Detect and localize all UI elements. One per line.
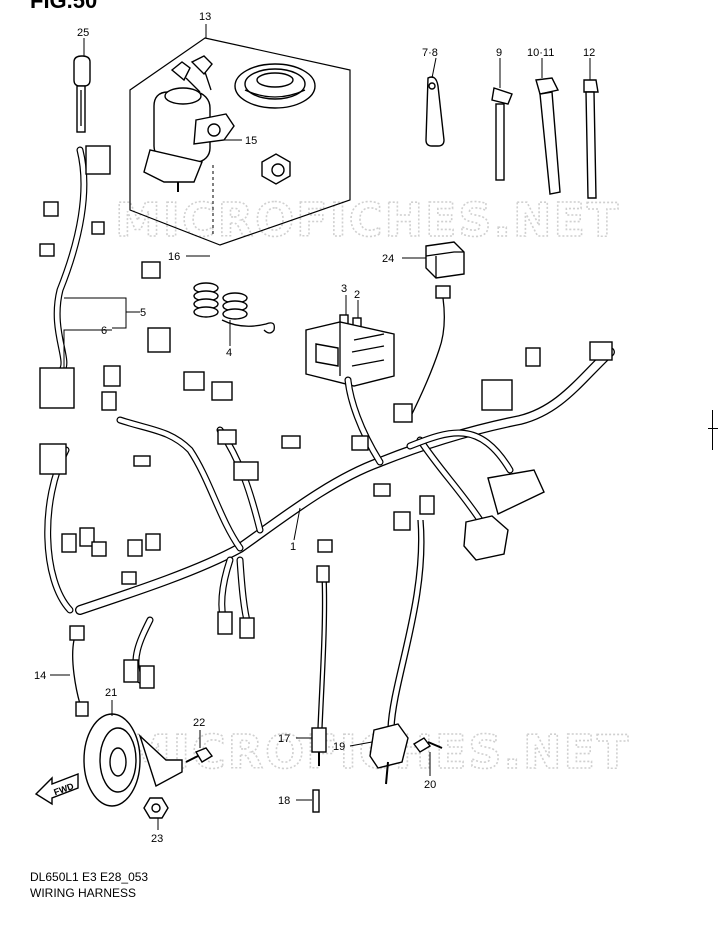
key — [73, 55, 91, 133]
fwd-arrow: FWD — [34, 772, 79, 806]
fuse-box — [305, 314, 395, 387]
clamps-and-ties — [425, 76, 599, 199]
callout-12: 12 — [583, 47, 595, 59]
callout-labels: 13 25 7·8 9 10·11 12 15 16 24 3 2 5 6 4 … — [34, 11, 595, 845]
harness-connectors — [39, 145, 613, 717]
diagram-title: WIRING HARNESS — [30, 886, 137, 900]
callout-2: 2 — [354, 289, 360, 301]
callout-10-11: 10·11 — [527, 47, 554, 59]
callout-13: 14 — [34, 670, 46, 682]
bolts — [143, 737, 443, 819]
horn — [83, 713, 183, 807]
callout-22: 22 — [193, 717, 205, 729]
callout-14: 13 — [199, 11, 211, 23]
page-edge-mark — [712, 410, 713, 450]
callout-19: 19 — [333, 741, 345, 753]
callout-20: 20 — [424, 779, 436, 791]
callout-7-8: 7·8 — [422, 47, 438, 59]
page-edge-tick — [708, 428, 718, 429]
callout-25: 25 — [77, 27, 89, 39]
callout-18: 18 — [278, 795, 290, 807]
spring — [193, 282, 275, 334]
relay — [408, 241, 465, 421]
leader-lines — [50, 24, 591, 830]
watermark-upper: MICROFICHES.NET — [115, 193, 620, 247]
callout-15: 15 — [245, 135, 257, 147]
callout-5: 5 — [140, 307, 146, 319]
sensors — [311, 723, 409, 813]
figure-number: FIG.50 — [30, 0, 98, 13]
callout-4: 4 — [226, 347, 232, 359]
callout-21: 21 — [105, 687, 117, 699]
callout-1: 1 — [290, 541, 296, 553]
callout-3: 3 — [341, 283, 347, 295]
callout-17: 17 — [278, 733, 290, 745]
callout-9: 9 — [496, 47, 502, 59]
callout-16: 16 — [168, 251, 180, 263]
ignition-switch-assembly — [129, 37, 351, 246]
callout-23: 23 — [151, 833, 163, 845]
callout-6: 6 — [101, 325, 107, 337]
callout-24: 24 — [382, 253, 394, 265]
model-code: DL650L1 E3 E28_053 — [30, 870, 149, 884]
